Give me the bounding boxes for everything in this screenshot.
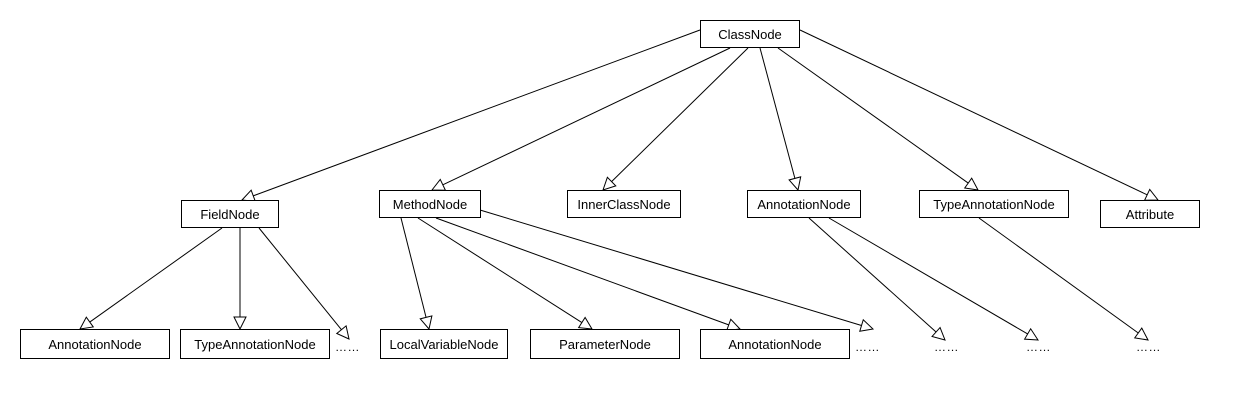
hollow-arrowhead-icon xyxy=(577,316,593,330)
hollow-arrowhead-icon xyxy=(335,325,350,340)
edge-typeannotation-to-more xyxy=(978,217,1149,341)
field-more-ellipsis: …… xyxy=(335,340,360,354)
edge-method-to-more xyxy=(479,209,875,332)
annotation-node-box: AnnotationNode xyxy=(747,190,861,218)
hollow-arrowhead-icon xyxy=(79,316,95,330)
hollow-arrowhead-icon xyxy=(233,316,247,331)
edge-annotation-to-more-2 xyxy=(828,217,1039,341)
method-annotation-node-box: AnnotationNode xyxy=(700,329,850,359)
field-annotation-node-box: AnnotationNode xyxy=(20,329,170,359)
hollow-arrowhead-icon xyxy=(859,318,875,332)
hollow-arrowhead-icon xyxy=(788,176,802,192)
class-node-box: ClassNode xyxy=(700,20,800,48)
edge-field-to-annotation xyxy=(79,227,223,330)
edge-class-to-field-line xyxy=(253,29,701,197)
type-annotation-more-ellipsis: …… xyxy=(1136,340,1161,354)
hollow-arrowhead-icon xyxy=(1133,327,1149,341)
edge-class-to-annotation xyxy=(759,47,802,192)
edge-annotation-to-more-2-line xyxy=(828,217,1028,335)
hollow-arrowhead-icon xyxy=(1023,327,1039,341)
method-more-ellipsis: …… xyxy=(855,340,880,354)
edge-class-to-typeannotation xyxy=(777,47,979,191)
hollow-arrowhead-icon xyxy=(963,177,979,191)
edge-method-to-parameter xyxy=(417,217,593,330)
edge-field-to-more xyxy=(258,227,350,340)
hollow-arrowhead-icon xyxy=(931,326,946,341)
edge-method-to-localvariable-line xyxy=(400,217,427,318)
parameter-node-box: ParameterNode xyxy=(530,329,680,359)
type-annotation-node-box: TypeAnnotationNode xyxy=(919,190,1069,218)
edge-class-to-attribute-line xyxy=(799,29,1148,196)
edge-method-to-localvariable xyxy=(400,217,433,331)
edge-field-to-typeannotation xyxy=(233,228,247,331)
edge-class-to-typeannotation-line xyxy=(777,47,969,184)
method-node-box: MethodNode xyxy=(379,190,481,218)
edge-class-to-innerclass-line xyxy=(611,47,749,182)
edge-class-to-attribute xyxy=(799,29,1160,201)
edge-class-to-method xyxy=(430,47,731,191)
hollow-arrowhead-icon xyxy=(602,176,617,191)
edge-class-to-field xyxy=(240,29,701,203)
annotation-more-ellipsis-1: …… xyxy=(934,340,959,354)
edge-typeannotation-to-more-line xyxy=(978,217,1139,334)
edge-class-to-annotation-line xyxy=(759,47,796,179)
local-variable-node-box: LocalVariableNode xyxy=(380,329,508,359)
inner-class-node-box: InnerClassNode xyxy=(567,190,681,218)
edge-method-to-parameter-line xyxy=(417,217,583,323)
attribute-box: Attribute xyxy=(1100,200,1200,228)
edge-annotation-to-more-1-line xyxy=(808,217,937,333)
edge-annotation-to-more-1 xyxy=(808,217,946,341)
edge-class-to-innerclass xyxy=(602,47,749,191)
edge-class-to-method-line xyxy=(442,47,731,186)
field-node-box: FieldNode xyxy=(181,200,279,228)
edge-method-to-annotation xyxy=(435,217,742,332)
hollow-arrowhead-icon xyxy=(419,315,433,331)
annotation-more-ellipsis-2: …… xyxy=(1026,340,1051,354)
edge-field-to-more-line xyxy=(258,227,342,330)
edge-field-to-annotation-line xyxy=(89,227,223,323)
edge-method-to-annotation-line xyxy=(435,217,729,326)
field-type-annotation-node-box: TypeAnnotationNode xyxy=(180,329,330,359)
edge-method-to-more-line xyxy=(479,209,862,327)
